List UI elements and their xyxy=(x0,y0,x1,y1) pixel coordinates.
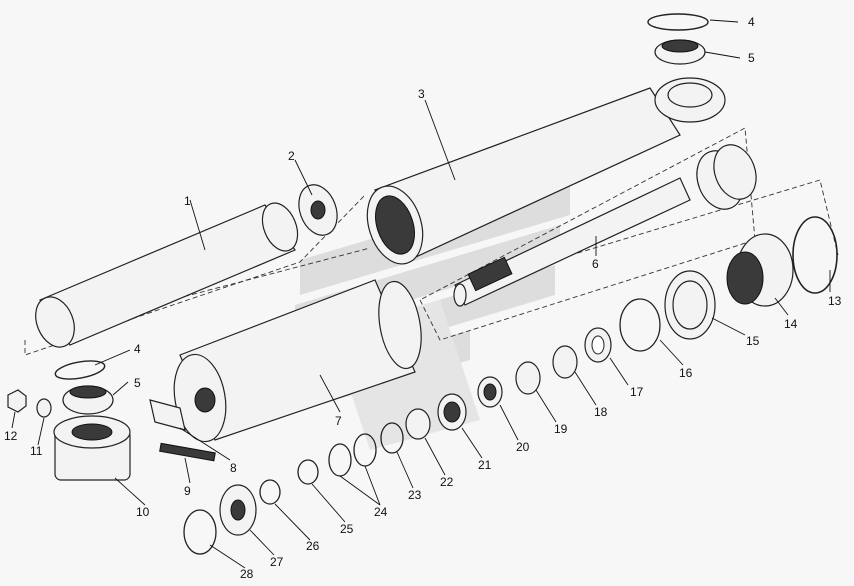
part-bushing-lower xyxy=(62,385,114,415)
callout-16: 16 xyxy=(679,366,693,380)
part-ring-25 xyxy=(297,459,319,485)
part-gland-14 xyxy=(726,233,794,307)
callout-labels: 1 2 3 4 5 6 7 8 9 10 11 12 13 14 15 16 1… xyxy=(4,15,842,581)
part-ring-26 xyxy=(259,479,281,505)
callout-14: 14 xyxy=(784,317,798,331)
leader-lines xyxy=(11,19,831,569)
callout-25: 25 xyxy=(340,522,354,536)
callout-20: 20 xyxy=(516,440,530,454)
part-end-cap xyxy=(298,184,338,236)
part-cylinder-head xyxy=(366,77,726,265)
callout-2: 2 xyxy=(288,149,295,163)
callout-19: 19 xyxy=(554,422,568,436)
part-snap-ring-28 xyxy=(183,509,217,555)
callout-5-lower: 5 xyxy=(134,376,141,390)
part-ring-13 xyxy=(792,216,838,294)
callout-23: 23 xyxy=(408,488,422,502)
callout-10: 10 xyxy=(136,505,150,519)
callout-21: 21 xyxy=(478,458,492,472)
callout-18: 18 xyxy=(594,405,608,419)
part-piston-rod xyxy=(453,144,757,307)
part-hex-nut xyxy=(7,389,27,413)
part-guide-ring-15 xyxy=(664,270,716,340)
callout-8: 8 xyxy=(230,461,237,475)
callout-26: 26 xyxy=(306,539,320,553)
part-washer-small xyxy=(36,398,52,418)
callout-6: 6 xyxy=(592,257,599,271)
callout-13: 13 xyxy=(828,294,842,308)
callout-5-top: 5 xyxy=(748,51,755,65)
part-snap-ring-top xyxy=(647,13,709,31)
callout-11: 11 xyxy=(30,444,43,458)
callout-22: 22 xyxy=(440,475,454,489)
part-rod-eye xyxy=(53,415,131,481)
callout-15: 15 xyxy=(746,334,760,348)
callout-27: 27 xyxy=(270,555,284,569)
part-washer-17 xyxy=(584,327,612,363)
part-piston-21 xyxy=(437,393,467,431)
part-washer-18 xyxy=(552,345,578,379)
callout-7: 7 xyxy=(335,414,342,428)
part-barrel xyxy=(173,279,422,443)
callout-3: 3 xyxy=(418,87,425,101)
part-washer-19 xyxy=(515,361,541,395)
part-snap-ring-lower xyxy=(54,360,106,380)
callout-4-lower: 4 xyxy=(134,342,141,356)
callout-4-top: 4 xyxy=(748,15,755,29)
part-ring-23 xyxy=(380,422,404,454)
callout-9: 9 xyxy=(184,484,191,498)
part-bushing-top xyxy=(654,39,706,65)
part-lock-plate xyxy=(149,399,186,431)
callout-24: 24 xyxy=(374,505,388,519)
part-piston-27 xyxy=(219,484,257,536)
callout-1: 1 xyxy=(184,194,191,208)
part-bolt xyxy=(159,442,216,462)
part-seal-20 xyxy=(477,376,503,408)
part-washer-22 xyxy=(405,408,431,440)
callout-17: 17 xyxy=(630,385,644,399)
callout-28: 28 xyxy=(240,567,254,581)
part-ring-16 xyxy=(619,298,661,352)
part-tube xyxy=(35,202,299,348)
callout-12: 12 xyxy=(4,429,18,443)
